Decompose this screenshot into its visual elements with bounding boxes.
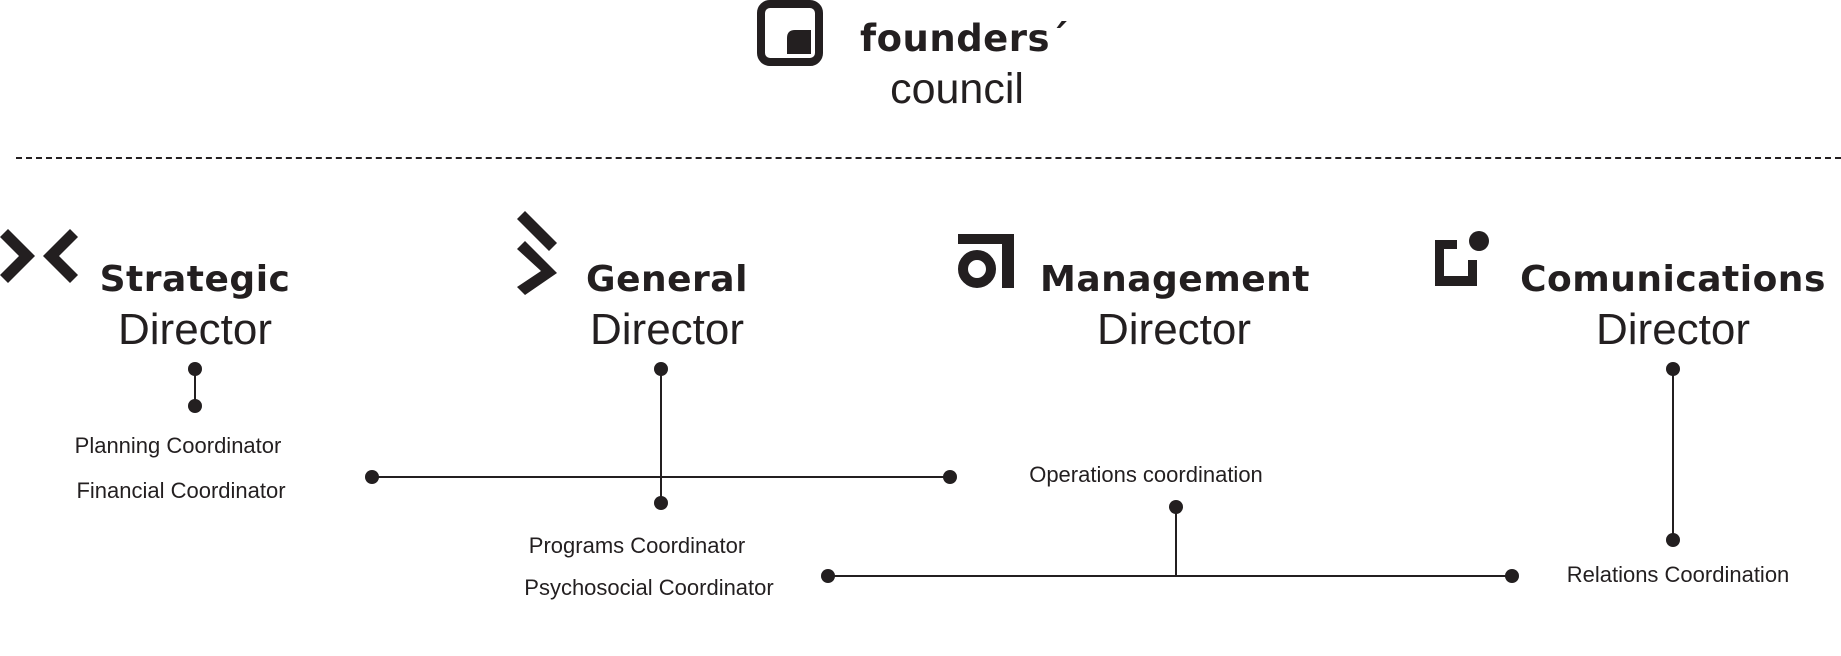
connector-line — [1672, 369, 1674, 540]
connector-dot — [188, 399, 202, 413]
connector-dot — [821, 569, 835, 583]
connector-line — [1175, 507, 1177, 576]
connector-line — [828, 575, 1512, 577]
connector-dot — [1666, 362, 1680, 376]
director-role-general: Director — [589, 305, 745, 354]
director-role-communications: Director — [1595, 305, 1751, 354]
connector-line — [660, 369, 662, 503]
communications-icon — [1435, 231, 1489, 286]
connector-dot — [188, 362, 202, 376]
connector-dot — [365, 470, 379, 484]
header-title-light: council — [890, 65, 1024, 113]
coordinator-planning: Planning Coordinator — [74, 433, 282, 458]
director-name-general: General — [586, 259, 748, 300]
coordinator-relations: Relations Coordination — [1566, 562, 1790, 587]
coordinator-financial: Financial Coordinator — [76, 478, 286, 503]
director-name-strategic: Strategic — [99, 259, 291, 300]
director-role-management: Director — [1096, 305, 1252, 354]
director-role-strategic: Director — [117, 305, 273, 354]
general-icon — [517, 211, 557, 295]
coordinator-programs: Programs Coordinator — [528, 533, 746, 558]
founders-logo-icon — [757, 0, 823, 66]
coordinator-psychosocial: Psychosocial Coordinator — [524, 575, 774, 600]
director-name-management: Management — [1040, 259, 1310, 300]
connector-dot — [654, 362, 668, 376]
connector-dot — [1169, 500, 1183, 514]
connector-dot — [1505, 569, 1519, 583]
connector-dot — [654, 496, 668, 510]
header-title-bold: founders´ — [860, 17, 1070, 60]
connector-dot — [1666, 533, 1680, 547]
strategic-icon — [0, 229, 78, 283]
management-icon — [958, 234, 1014, 288]
connector-line — [194, 369, 196, 406]
coordinator-operations: Operations coordination — [1029, 462, 1263, 487]
director-name-communications: Comunications — [1520, 259, 1826, 300]
connector-dot — [943, 470, 957, 484]
divider — [16, 157, 1841, 159]
